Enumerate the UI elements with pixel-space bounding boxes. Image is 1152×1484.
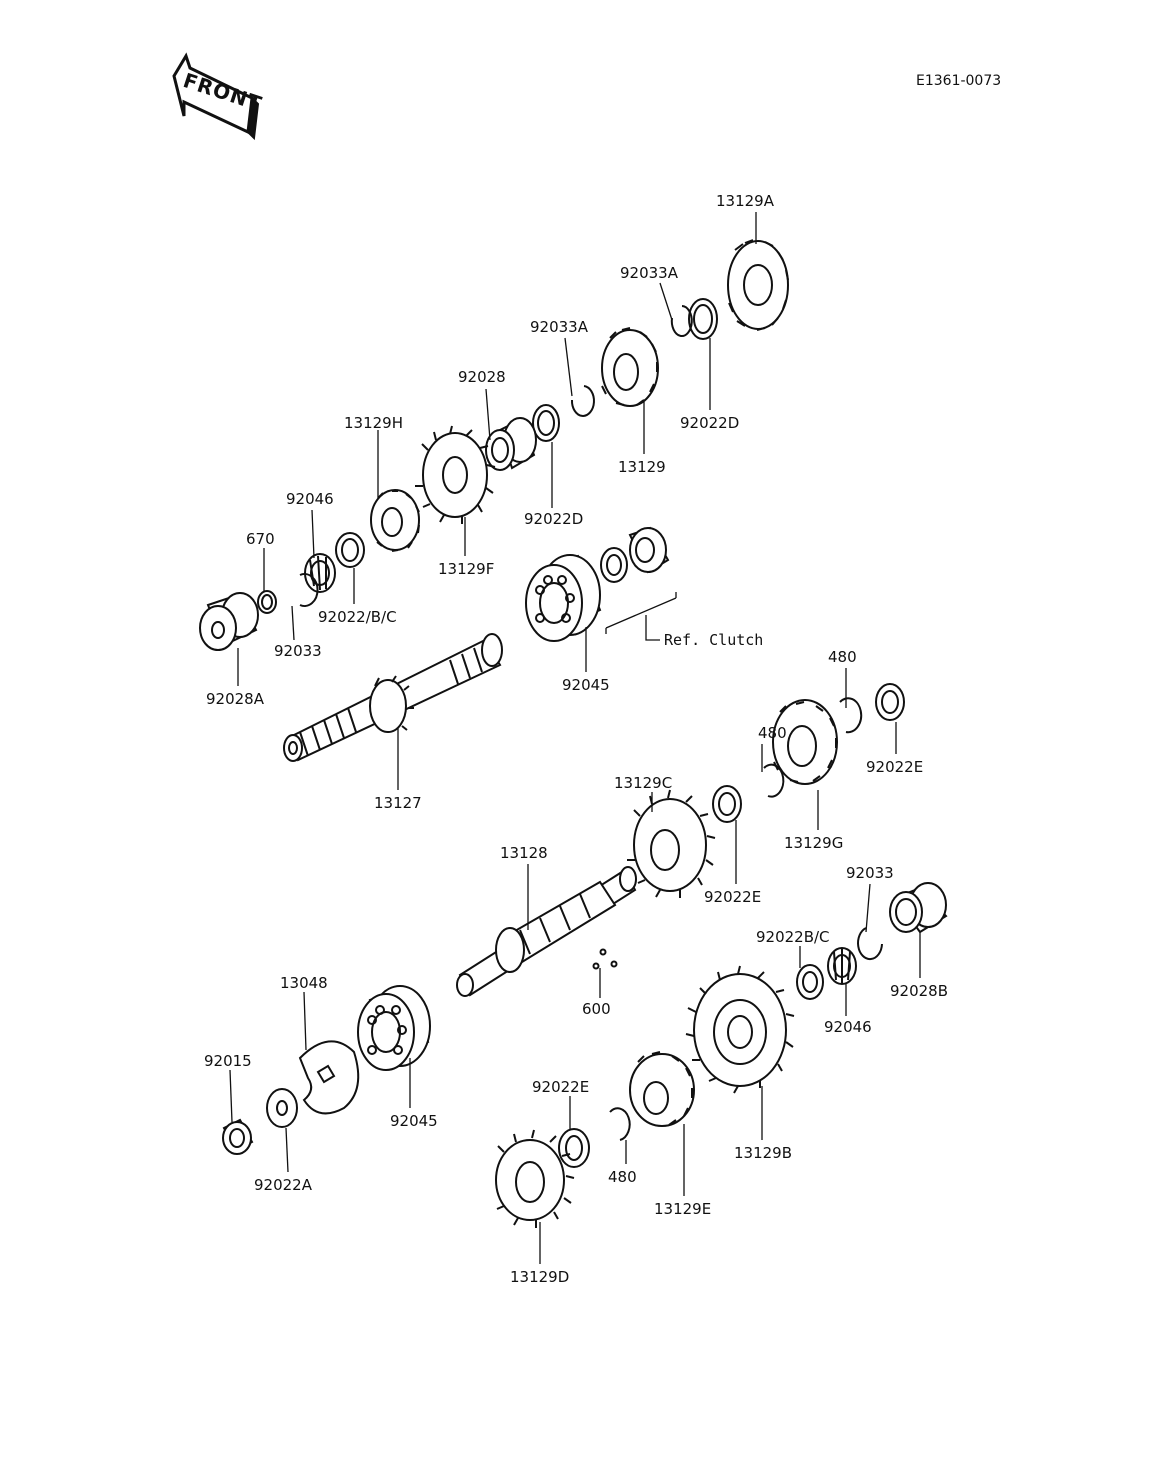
needle-bearing-92046-upper [304,553,336,593]
washer-92022E-top [875,683,905,721]
washer-92022D-top [688,298,718,340]
callout-480: 480 [758,724,787,742]
callout-13129G: 13129G [784,834,844,852]
washer-92022BC-lower [796,964,824,1000]
gear-13129 [601,327,659,407]
callout-13129D: 13129D [510,1268,570,1286]
collar-92028A [199,592,259,651]
shaft-13127 [283,633,503,762]
callout-13129F: 13129F [438,560,495,578]
shaft-13128 [456,866,637,997]
circlip-92033-upper [299,573,319,607]
callout-480: 480 [828,648,857,666]
callout-13129E: 13129E [654,1200,712,1218]
callout-92022E: 92022E [532,1078,590,1096]
callout-92033A: 92033A [620,264,678,282]
front-arrow-icon [172,52,260,141]
callout-13129H: 13129H [344,414,403,432]
callout-92046: 92046 [286,490,334,508]
drawing-code: E1361-0073 [916,73,1002,89]
callout-13129: 13129 [618,458,666,476]
washer-clutch [600,547,628,583]
callout-92022E: 92022E [704,888,762,906]
washer-92022E-mid [712,785,742,823]
nut-clutch [628,526,670,574]
callout-92033A: 92033A [530,318,588,336]
callout-480: 480 [608,1168,637,1186]
gear-13129G [772,699,838,785]
callout-13129C: 13129C [614,774,673,792]
washer-92022D-mid [532,404,560,442]
gear-13129A [727,239,789,331]
gear-13129E [629,1051,695,1127]
callout-92045: 92045 [562,676,610,694]
front-direction-badge: FRONT [160,52,265,142]
washer-92022BC-upper [335,532,365,568]
callout-92033: 92033 [846,864,894,882]
callout-92022E: 92022E [866,758,924,776]
callout-670: 670 [246,530,275,548]
gear-13129H [370,489,420,552]
ball-bearing-92045-lower [357,985,431,1071]
circlip-92033-lower [857,927,883,961]
callout-92046: 92046 [824,1018,872,1036]
washer-92022A [266,1088,298,1128]
callout-13048: 13048 [280,974,328,992]
ring-670 [257,590,277,614]
callout-92028B: 92028B [890,982,949,1000]
callout-92022D: 92022D [680,414,740,432]
callout-92022A: 92022A [254,1176,312,1194]
callout-92022BC: 92022/B/C [318,608,397,626]
callout-92045: 92045 [390,1112,438,1130]
callout-13129A: 13129A [716,192,774,210]
bushing-92028 [485,417,537,471]
circlip-92033A-mid [570,385,595,417]
callout-92033: 92033 [274,642,322,660]
callout-13129B: 13129B [734,1144,793,1162]
circlip-480-mid [763,763,785,798]
callout-92028A: 92028A [206,690,264,708]
callout-13127: 13127 [374,794,422,812]
circlip-480-top [839,697,863,734]
collar-92028B [889,882,948,934]
callout-13128: 13128 [500,844,548,862]
ball-bearing-92045-upper [525,554,602,642]
washer-92022E-lower [558,1128,590,1168]
leader-lines [229,212,921,1264]
gear-13129C [627,789,716,898]
gear-13129B [685,965,795,1094]
gear-13129F [415,425,496,524]
callout-92022D: 92022D [524,510,584,528]
gear-13129D [495,1129,575,1228]
callout-ref-clutch: Ref. Clutch [664,631,764,649]
callout-92028: 92028 [458,368,506,386]
balls-600 [592,948,618,970]
nut-92015 [222,1118,254,1155]
callout-600: 600 [582,1000,611,1018]
circlip-92033A-top [670,305,693,337]
callout-92022BC: 92022B/C [756,928,830,946]
cam-13048 [298,1040,360,1115]
callout-92015: 92015 [204,1052,252,1070]
needle-bearing-92046-lower [827,947,857,985]
circlip-480-lower [609,1107,631,1141]
